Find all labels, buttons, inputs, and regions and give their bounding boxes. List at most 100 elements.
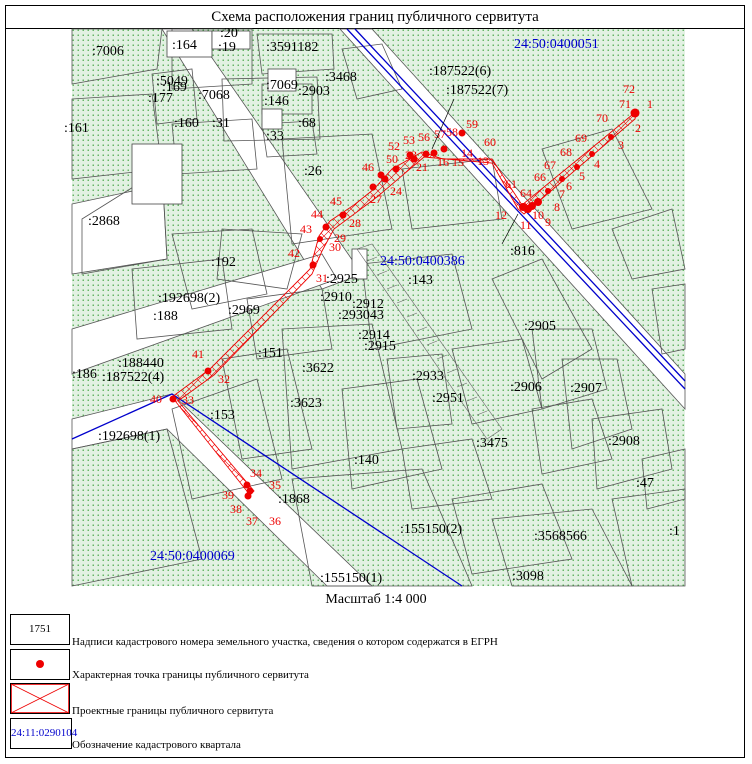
parcel-labels: :7006 :164 :19 :3591182 :20 :3468 :18752… (64, 26, 680, 586)
point-label: 38 (230, 502, 242, 516)
point-label: 40 (150, 392, 162, 406)
parcel-label: :33 (266, 129, 284, 144)
parcel-label: :47 (636, 476, 654, 491)
parcel-label: :151 (258, 346, 283, 361)
parcel-label: :192698(2) (158, 291, 221, 306)
point-label: 23 (405, 148, 417, 162)
parcel-label: :31 (212, 116, 230, 131)
point-label: 64 (520, 186, 532, 200)
parcel-label: :160 (174, 116, 199, 131)
parcel-label: :187522(4) (102, 370, 165, 385)
parcel-label: :2908 (608, 434, 640, 449)
parcel-label: :2868 (88, 214, 120, 229)
parcel-label: :2910 (320, 290, 352, 305)
leader-lines (431, 98, 519, 245)
point-label: 45 (330, 194, 342, 208)
parcel-label: :816 (510, 244, 535, 259)
parcel-label: :20 (220, 26, 238, 41)
parcel-label: :3591182 (266, 40, 318, 55)
parcel-label: :146 (264, 94, 289, 109)
parcel-label: :3622 (302, 361, 334, 376)
point-label: 11 (520, 218, 532, 232)
legend-sample-text: 1751 (29, 623, 51, 635)
parcel-label: :2951 (432, 391, 464, 406)
point-label: 60 (484, 135, 496, 149)
point-label: 42 (288, 246, 300, 260)
parcel-label: :187522(7) (446, 83, 509, 98)
parcel-label: :7006 (92, 44, 124, 59)
legend-sample-text: 24:11:0290104 (11, 727, 78, 739)
parcel-label: :2969 (228, 303, 260, 318)
point-label: 27 (370, 192, 382, 206)
parcel-label: :2906 (510, 380, 542, 395)
parcel-label: :164 (172, 38, 197, 53)
parcel-label: :153 (210, 408, 235, 423)
parcel-label: :155150(1) (320, 571, 383, 586)
point-label: 72 (623, 82, 635, 96)
parcel-label: :2914 (358, 328, 390, 343)
point-label: 37 (246, 514, 258, 528)
parcel-label: :169 (162, 80, 187, 95)
point-label: 35 (269, 478, 281, 492)
point-label: 5 (579, 169, 585, 183)
parcel-label: :2907 (570, 381, 602, 396)
quarter-label: 24:50:0400051 (514, 37, 599, 52)
parcel-label: :2933 (412, 369, 444, 384)
parcel-label: :188440 (118, 356, 164, 371)
parcel-label: :187522(6) (429, 64, 492, 79)
point-label: 34 (250, 466, 262, 480)
point-label: 66 (534, 170, 546, 184)
point-label: 69 (575, 131, 587, 145)
point-label: 3 (618, 138, 624, 152)
legend-label: Обозначение кадастрового квартала (72, 739, 241, 751)
parcel-label: :2905 (524, 319, 556, 334)
point-label: 61 (505, 177, 517, 191)
point-label: 9 (545, 215, 551, 229)
point-label: 44 (311, 207, 323, 221)
point-label: 70 (596, 111, 608, 125)
parcel-label: :7069 (266, 78, 298, 93)
parcel-label: :188 (153, 309, 178, 324)
point-label: 4 (594, 157, 600, 171)
point-label: 24 (390, 184, 402, 198)
point-label: 12 (495, 208, 507, 222)
document-frame (5, 5, 745, 758)
page-title: Схема расположения границ публичного сер… (5, 5, 745, 29)
point-label: 14 (461, 146, 473, 160)
map-view[interactable]: :7006 :164 :19 :3591182 :20 :3468 :18752… (64, 26, 686, 587)
parcel-label: :2903 (298, 84, 330, 99)
point-label: 30 (329, 240, 341, 254)
parcel-label: :5049 (156, 74, 188, 89)
point-label: 16 (437, 155, 449, 169)
point-label: 32 (218, 372, 230, 386)
quarter-label: 24:50:0400069 (150, 549, 235, 564)
parcel-label: :3098 (512, 569, 544, 584)
legend-label: Проектные границы публичного сервитута (72, 705, 274, 717)
point-label: 53 (403, 133, 415, 147)
point-label: 2 (635, 121, 641, 135)
map-canvas[interactable]: :7006 :164 :19 :3591182 :20 :3468 :18752… (64, 26, 686, 587)
point-label: 46 (362, 160, 374, 174)
point-label: 41 (192, 347, 204, 361)
legend-sample-parcel-number: 1751 (10, 614, 70, 645)
parcel-label: :19 (218, 40, 236, 55)
parcel-label: :177 (148, 91, 173, 106)
point-label: 29 (334, 231, 346, 245)
point-label: 43 (300, 222, 312, 236)
buildings (131, 30, 368, 280)
parcel-label: :3468 (325, 70, 357, 85)
point-label: 28 (349, 216, 361, 230)
legend-sample-boundary (10, 683, 70, 714)
parcel-label: :293043 (338, 308, 384, 323)
point-symbol-icon (36, 660, 44, 668)
point-label: 68 (560, 145, 572, 159)
parcel-label: :1 (669, 524, 680, 539)
point-label: 31 (316, 271, 328, 285)
parcel-label: :7068 (198, 88, 230, 103)
legend-sample-quarter: 24:11:0290104 (10, 718, 78, 749)
point-label: 56 (418, 130, 430, 144)
point-label: 21 (416, 160, 428, 174)
striped-strip (356, 243, 503, 440)
quarter-label: 24:50:0400386 (380, 254, 465, 269)
hatch-boundary-icon (10, 683, 70, 714)
